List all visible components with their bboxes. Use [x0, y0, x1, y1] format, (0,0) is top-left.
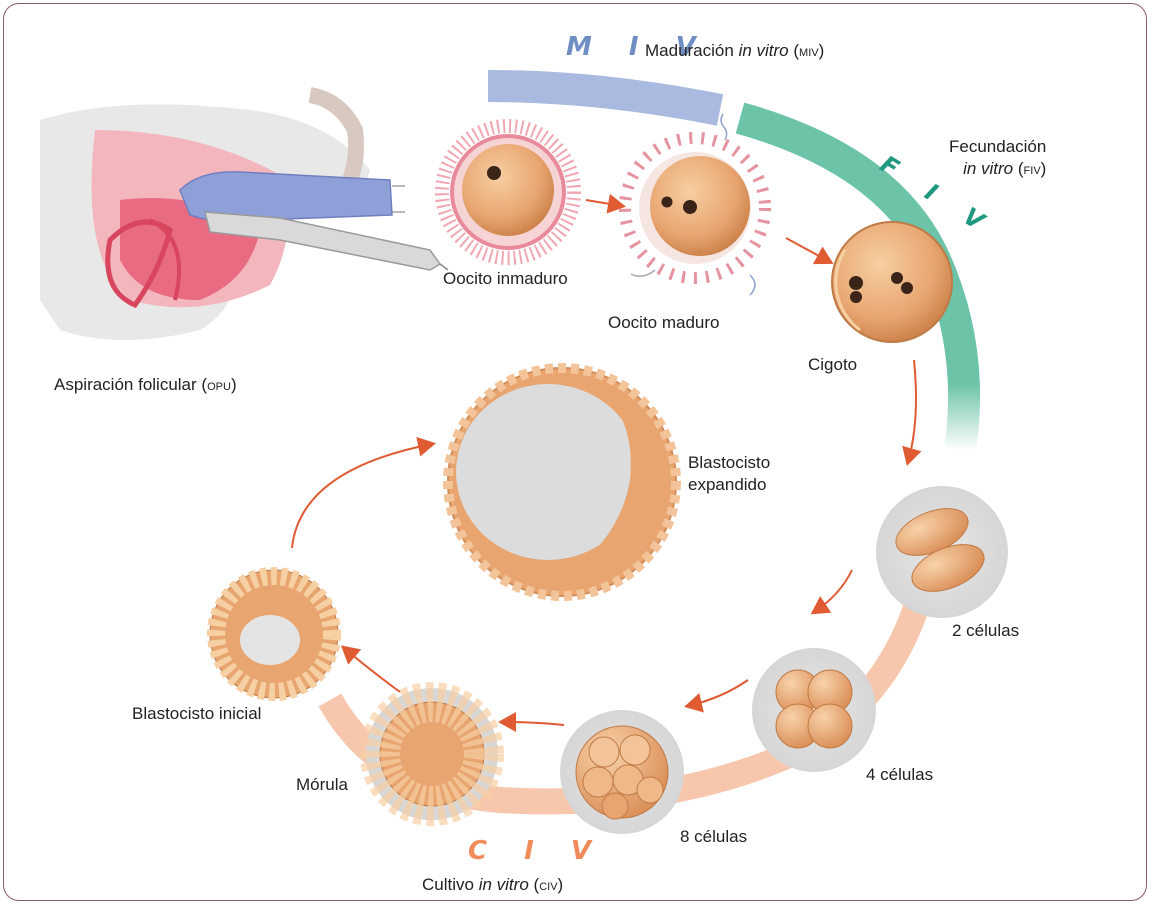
civ-abbreviation: C I V: [468, 836, 605, 866]
blastocisto-inicial-label: Blastocisto inicial: [132, 703, 261, 725]
blastocisto-expandido-label: Blastocisto expandido: [688, 452, 770, 496]
fiv-label: Fecundación in vitro (FIV): [945, 136, 1046, 181]
oocyte-immature-illustration: [442, 126, 574, 258]
zygote-illustration: [832, 222, 952, 342]
miv-label: Maduración in vitro (MIV): [645, 40, 824, 63]
oocito-maduro-label: Oocito maduro: [608, 312, 720, 334]
miv-band: [488, 86, 720, 110]
opu-label: Aspiración folicular (OPU): [54, 374, 237, 397]
cigoto-label: Cigoto: [808, 354, 857, 376]
early-blastocyst-illustration: [210, 570, 338, 698]
ocho-celulas-label: 8 células: [680, 826, 747, 848]
two-cell-embryo-illustration: [876, 486, 1008, 618]
oocito-inmaduro-label: Oocito inmaduro: [443, 268, 568, 290]
eight-cell-embryo-illustration: [560, 710, 684, 834]
morula-label: Mórula: [296, 774, 348, 796]
civ-label: Cultivo in vitro (CIV): [422, 874, 563, 897]
four-cell-embryo-illustration: [752, 648, 876, 772]
oocyte-mature-illustration: [625, 114, 765, 295]
morula-illustration: [366, 688, 498, 820]
dos-celulas-label: 2 células: [952, 620, 1019, 642]
expanded-blastocyst-illustration: [448, 368, 676, 596]
cuatro-celulas-label: 4 células: [866, 764, 933, 786]
sperm-icon: [721, 114, 727, 140]
